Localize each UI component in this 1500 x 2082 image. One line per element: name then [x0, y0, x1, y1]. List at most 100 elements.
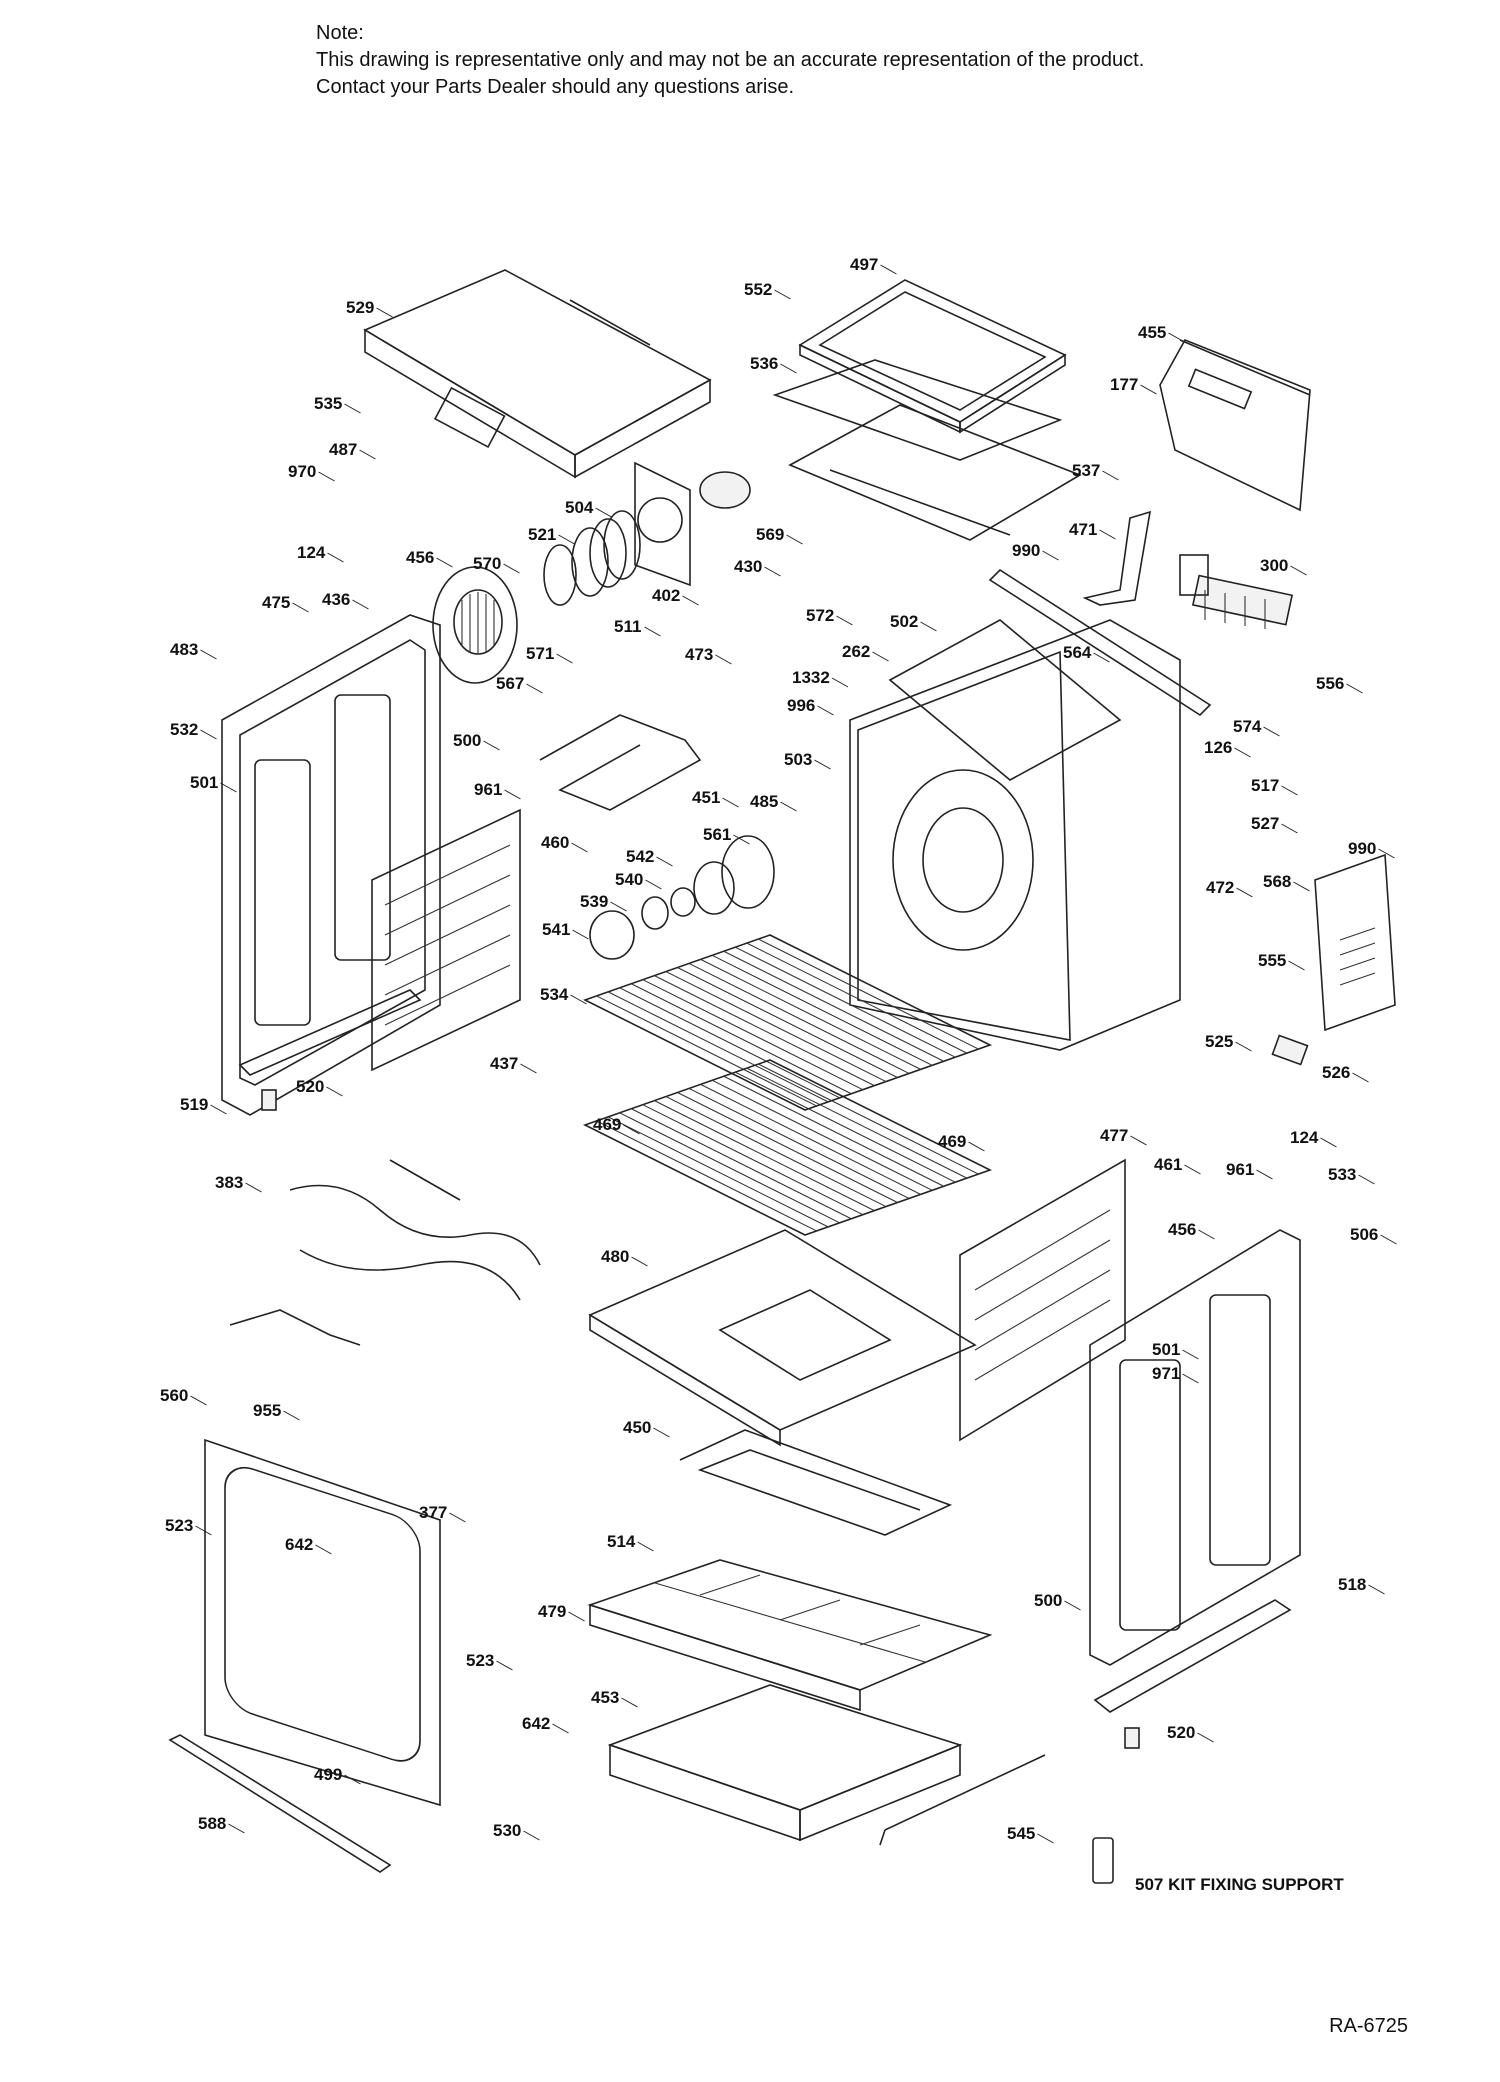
callout-477: 477 [1100, 1126, 1128, 1145]
leader-line [733, 834, 750, 845]
leader-line [504, 789, 521, 800]
callout-502: 502 [890, 612, 918, 631]
leader-line [722, 797, 739, 808]
part-569-convection-motor [699, 471, 751, 509]
callout-540: 540 [615, 870, 643, 889]
callout-990-top: 990 [1012, 541, 1040, 560]
part-469-oven-rack-lower [582, 1059, 993, 1236]
callout-430: 430 [734, 557, 762, 576]
part-262-insulation [888, 619, 1122, 781]
leader-line [610, 901, 627, 912]
part-518-base-rail [1093, 1599, 1292, 1713]
callout-961-right: 961 [1226, 1160, 1254, 1179]
callout-523-bottom: 523 [466, 1651, 494, 1670]
leader-line [780, 363, 797, 374]
callout-527: 527 [1251, 814, 1279, 833]
leader-line [968, 1141, 985, 1152]
callout-500-left: 500 [453, 731, 481, 750]
leader-line [1234, 747, 1251, 758]
part-177-bracket [1159, 338, 1311, 512]
callout-487: 487 [329, 440, 357, 459]
leader-line [1235, 1041, 1252, 1052]
callout-437: 437 [490, 1054, 518, 1073]
leader-line [1256, 1169, 1273, 1180]
part-451-broil-element [539, 714, 702, 811]
leader-line [228, 1823, 245, 1834]
callout-456-right: 456 [1168, 1220, 1196, 1239]
leader-line [352, 599, 369, 610]
callout-124-right: 124 [1290, 1128, 1319, 1147]
callout-480: 480 [601, 1247, 629, 1266]
callout-555: 555 [1258, 951, 1286, 970]
callout-529: 529 [346, 298, 374, 317]
part-519-base-rail [238, 989, 422, 1076]
callout-572: 572 [806, 606, 834, 625]
leader-line [558, 534, 575, 545]
leader-line [836, 615, 853, 626]
callout-377: 377 [419, 1503, 447, 1522]
part-fan-assembly [543, 510, 641, 606]
callout-501-left: 501 [190, 773, 218, 792]
part-480-oven-bottom [588, 1229, 977, 1447]
callout-541: 541 [542, 920, 570, 939]
leader-line [483, 740, 500, 751]
callout-561: 561 [703, 825, 731, 844]
callout-521: 521 [528, 525, 556, 544]
leader-line [1099, 529, 1116, 540]
callout-402: 402 [652, 586, 680, 605]
callout-504: 504 [565, 498, 594, 517]
leader-line [318, 471, 335, 482]
callout-126: 126 [1204, 738, 1232, 757]
callout-labels: 497 552 529 455 536 177 535 487 970 537 … [160, 255, 1378, 1894]
callout-511: 511 [614, 617, 641, 636]
leader-line [631, 1256, 648, 1267]
leader-line [645, 879, 662, 890]
leader-line [1281, 823, 1298, 834]
leader-line [436, 557, 453, 568]
part-574-rail [988, 568, 1212, 717]
part-500-right-side-panel [1089, 1229, 1301, 1666]
part-light-assembly [589, 835, 775, 960]
callout-436: 436 [322, 590, 350, 609]
leader-line [245, 1182, 262, 1193]
callout-503: 503 [784, 750, 812, 769]
callout-514: 514 [607, 1532, 636, 1551]
leader-line [292, 602, 309, 613]
leader-line [880, 264, 897, 275]
leader-line [195, 1525, 212, 1536]
leader-line [831, 677, 849, 688]
leader-line [595, 507, 612, 518]
callout-542: 542 [626, 847, 654, 866]
callout-499: 499 [314, 1765, 342, 1784]
leader-line [210, 1104, 227, 1115]
leader-line [1236, 887, 1253, 898]
leader-line [1358, 1174, 1375, 1185]
callout-517: 517 [1251, 776, 1279, 795]
leader-lines [190, 264, 1397, 1844]
callout-545: 545 [1007, 1824, 1035, 1843]
callout-570: 570 [473, 554, 501, 573]
callout-971: 971 [1152, 1364, 1180, 1383]
leader-line [503, 563, 520, 574]
leader-line [552, 1723, 569, 1734]
callout-497: 497 [850, 255, 878, 274]
part-520-leveling-leg-left [261, 1089, 277, 1111]
part-526-terminal-block [1271, 1034, 1309, 1066]
leader-line [200, 729, 217, 740]
leader-line [1346, 683, 1363, 694]
part-377-front-frame [204, 1438, 441, 1807]
callout-507-kit-fixing-support: 507 KIT FIXING SUPPORT [1135, 1875, 1344, 1894]
callout-506: 506 [1350, 1225, 1378, 1244]
part-300-cooling-fan [1179, 554, 1294, 629]
callout-1332: 1332 [792, 668, 830, 687]
leader-line [644, 626, 661, 637]
callout-501-right: 501 [1152, 1340, 1180, 1359]
leader-line [283, 1410, 300, 1421]
callout-533: 533 [1328, 1165, 1356, 1184]
part-567-fan-grille [432, 566, 518, 684]
leader-line [570, 994, 587, 1005]
callout-483: 483 [170, 640, 198, 659]
callout-518: 518 [1338, 1575, 1366, 1594]
part-383-wire-harness [229, 1159, 541, 1346]
